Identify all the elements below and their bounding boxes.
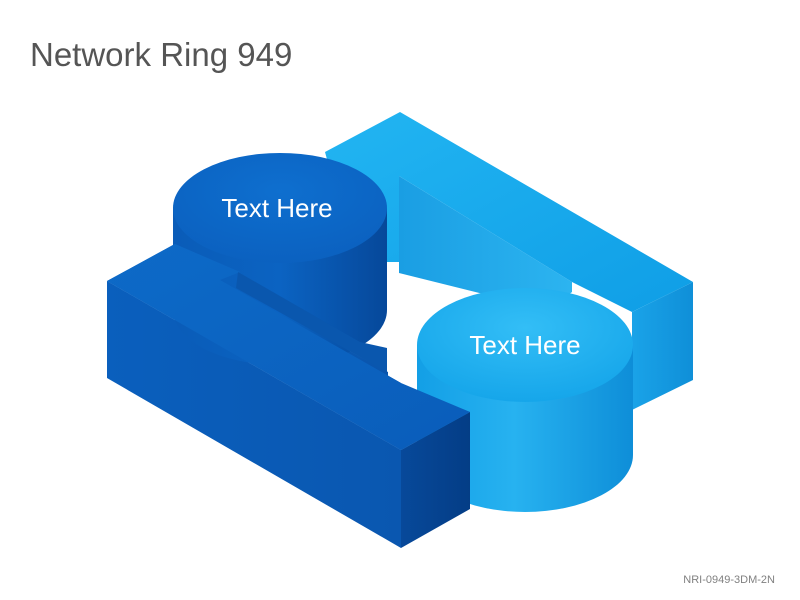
light-segment-right-face [632,282,693,410]
dark-segment-top-face-front [107,244,470,450]
page-title: Network Ring 949 [30,36,293,73]
dark-node-label: Text Here [221,193,332,223]
light-node-disc [417,288,633,402]
dark-segment-front-face [107,281,401,548]
dark-blue-segment: Text Here [107,153,470,548]
dark-segment-inner-face-front [236,272,387,372]
light-node-label: Text Here [469,330,580,360]
light-segment-top-face [325,112,693,312]
dark-segment-end-face [401,412,470,548]
footer-code: NRI-0949-3DM-2N [683,574,775,586]
dark-node-disc [173,153,387,263]
light-segment-inner-face [399,176,572,310]
light-blue-segment: Text Here [325,112,693,512]
